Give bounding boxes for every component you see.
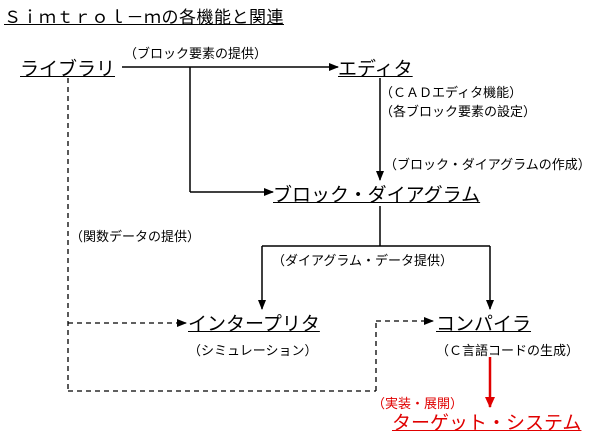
page-title: Ｓｉｍｔｒｏｌ－ｍの各機能と関連 [4, 8, 284, 28]
note-cad-editor: （ＣＡＤエディタ機能） [380, 86, 523, 101]
note-simulation: （シミュレーション） [188, 344, 318, 359]
node-compiler: コンパイラ [436, 313, 532, 335]
node-block-diagram: ブロック・ダイアグラム [273, 184, 481, 206]
note-generate-c: （Ｃ言語コードの生成） [436, 344, 580, 359]
note-provide-blocks: （ブロック要素の提供） [124, 47, 268, 62]
node-target: ターゲット・システム [392, 412, 582, 434]
note-set-blocks: （各ブロック要素の設定） [380, 105, 537, 120]
note-provide-diagram-data: （ダイアグラム・データ提供） [272, 254, 453, 269]
note-provide-functions: （関数データの提供） [70, 230, 201, 245]
note-create-diagram: （ブロック・ダイアグラムの作成） [384, 158, 591, 173]
node-library: ライブラリ [20, 58, 116, 80]
note-deploy: （実装・展開） [372, 397, 464, 412]
node-interpreter: インタープリタ [188, 313, 320, 335]
node-editor: エディタ [338, 58, 413, 80]
